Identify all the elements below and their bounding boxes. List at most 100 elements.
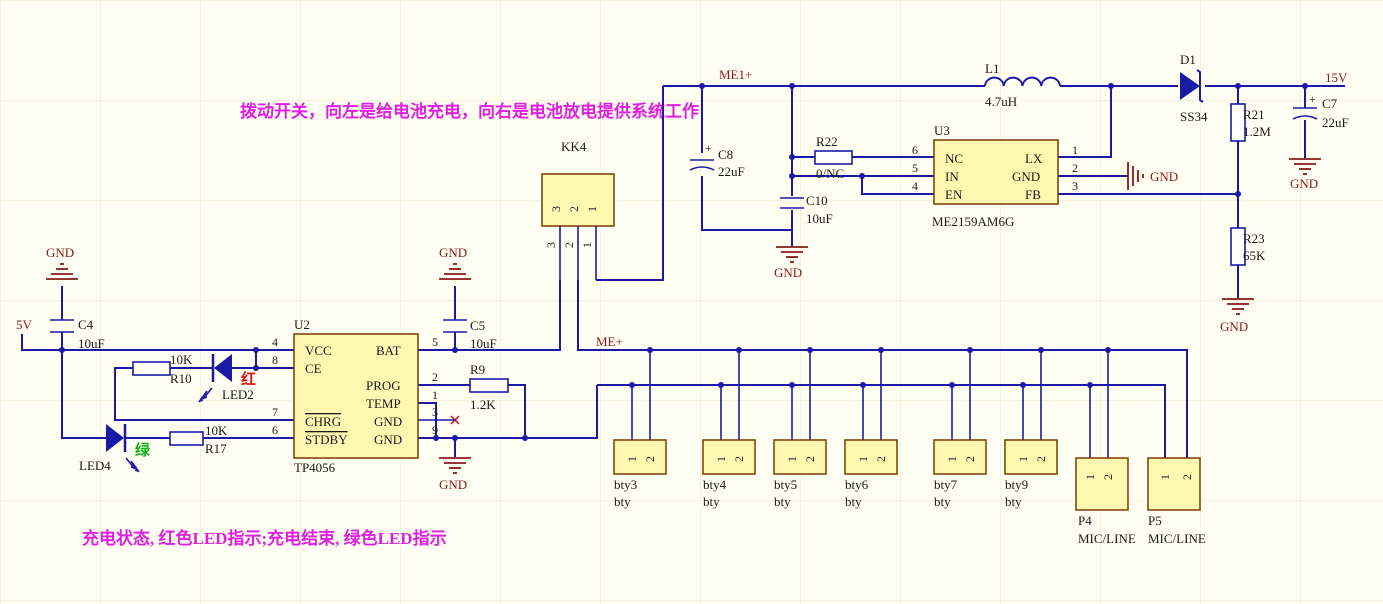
svg-text:STDBY: STDBY: [305, 432, 348, 447]
svg-text:KK4: KK4: [561, 139, 587, 154]
svg-text:MIC/LINE: MIC/LINE: [1148, 531, 1206, 546]
svg-text:5: 5: [432, 335, 438, 349]
svg-text:3: 3: [432, 405, 438, 419]
svg-text:2: 2: [874, 456, 888, 462]
svg-text:C7: C7: [1322, 96, 1338, 111]
svg-text:2: 2: [1072, 161, 1078, 175]
gnd-symbol-u2: GND: [439, 457, 471, 492]
svg-text:R17: R17: [205, 441, 227, 456]
svg-text:2: 2: [963, 456, 977, 462]
svg-text:VCC: VCC: [305, 343, 332, 358]
svg-text:1: 1: [1083, 474, 1097, 480]
svg-text:7: 7: [272, 405, 278, 419]
svg-text:1: 1: [585, 206, 599, 212]
resistor-r21: R21 1.2M: [1230, 103, 1271, 142]
svg-text:9: 9: [432, 423, 438, 437]
resistor-r9: R9 1.2K: [469, 362, 509, 412]
ic-u3: U3 ME2159AM6G NC IN EN 6 5 4 LX GND FB 1…: [912, 123, 1078, 229]
svg-text:6: 6: [912, 143, 918, 157]
no-connect-marker: [418, 415, 460, 425]
svg-text:LED4: LED4: [79, 458, 111, 473]
svg-text:3: 3: [544, 242, 558, 248]
svg-text:22uF: 22uF: [1322, 115, 1349, 130]
resistor-r23: R23 65K: [1230, 227, 1266, 266]
svg-text:bty: bty: [845, 494, 862, 509]
gnd-symbol-c5: GND: [439, 245, 471, 280]
svg-text:IN: IN: [945, 169, 959, 184]
svg-text:bty6: bty6: [845, 477, 869, 492]
svg-text:1: 1: [432, 388, 438, 402]
connector-bty7: 1 2 bty7 bty: [933, 350, 987, 509]
svg-text:1.2M: 1.2M: [1243, 124, 1271, 139]
svg-text:3: 3: [549, 206, 563, 212]
svg-text:1: 1: [714, 456, 728, 462]
capacitor-c5: C5 10uF: [443, 318, 497, 351]
u2-ref: U2: [294, 317, 310, 332]
svg-text:bty: bty: [703, 494, 720, 509]
gnd-symbol-u3: GND: [1127, 162, 1178, 190]
svg-text:4.7uH: 4.7uH: [985, 94, 1017, 109]
svg-text:bty: bty: [614, 494, 631, 509]
connector-bty3: 1 2 bty3 bty: [613, 350, 667, 509]
svg-text:bty9: bty9: [1005, 477, 1028, 492]
svg-text:L1: L1: [985, 61, 999, 76]
svg-text:2: 2: [432, 370, 438, 384]
net-label-5v: 5V: [16, 317, 33, 332]
inductor-l1: L1 4.7uH: [984, 61, 1061, 109]
svg-text:FB: FB: [1025, 187, 1041, 202]
u3-ref: U3: [934, 123, 950, 138]
gnd-symbol-c7: GND: [1289, 158, 1321, 191]
svg-text:D1: D1: [1180, 52, 1196, 67]
svg-text:R22: R22: [816, 134, 838, 149]
gnd-symbol-r23: GND: [1220, 298, 1254, 334]
capacitor-c10: C10 10uF: [780, 193, 833, 226]
svg-text:C4: C4: [78, 317, 94, 332]
boost-junctions: [699, 83, 1308, 197]
svg-text:+: +: [1309, 92, 1316, 106]
connector-bty5: 1 2 bty5 bty: [773, 350, 827, 509]
svg-text:GND: GND: [46, 245, 74, 260]
connector-p4: 1 2 P4 MIC/LINE: [1075, 350, 1136, 546]
svg-text:bty7: bty7: [934, 477, 958, 492]
svg-text:红: 红: [241, 370, 256, 388]
svg-text:绿: 绿: [135, 441, 151, 459]
svg-text:1: 1: [785, 456, 799, 462]
svg-text:BAT: BAT: [376, 343, 401, 358]
svg-text:10uF: 10uF: [806, 211, 833, 226]
svg-text:0/NC: 0/NC: [816, 166, 844, 181]
svg-text:bty: bty: [774, 494, 791, 509]
svg-text:bty4: bty4: [703, 477, 727, 492]
boost-wires: [596, 85, 1345, 298]
u2-part: TP4056: [294, 460, 336, 475]
svg-text:LED2: LED2: [222, 387, 254, 402]
svg-text:CE: CE: [305, 361, 322, 376]
connector-p5: 1 2 P5 MIC/LINE: [1147, 457, 1206, 546]
svg-text:10uF: 10uF: [78, 336, 105, 351]
svg-text:1: 1: [580, 242, 594, 248]
svg-text:2: 2: [803, 456, 817, 462]
svg-text:bty5: bty5: [774, 477, 797, 492]
svg-text:SS34: SS34: [1180, 109, 1208, 124]
svg-text:65K: 65K: [1243, 248, 1266, 263]
svg-text:1: 1: [945, 456, 959, 462]
svg-text:R21: R21: [1243, 107, 1265, 122]
resistor-r10: 10K R10: [132, 352, 193, 386]
svg-text:1: 1: [1016, 456, 1030, 462]
u3-part: ME2159AM6G: [932, 214, 1014, 229]
svg-text:P4: P4: [1078, 513, 1092, 528]
svg-text:GND: GND: [374, 432, 402, 447]
svg-text:8: 8: [272, 353, 278, 367]
svg-text:6: 6: [272, 423, 278, 437]
svg-text:GND: GND: [1220, 319, 1248, 334]
svg-text:P5: P5: [1148, 513, 1162, 528]
svg-text:2: 2: [562, 242, 576, 248]
gnd-symbol-c10: GND: [774, 246, 808, 280]
svg-text:CHRG: CHRG: [305, 414, 341, 429]
svg-text:GND: GND: [774, 265, 802, 280]
svg-text:4: 4: [912, 179, 918, 193]
svg-text:10uF: 10uF: [470, 336, 497, 351]
net-label-me1: ME1+: [719, 67, 752, 82]
svg-text:GND: GND: [1150, 169, 1178, 184]
